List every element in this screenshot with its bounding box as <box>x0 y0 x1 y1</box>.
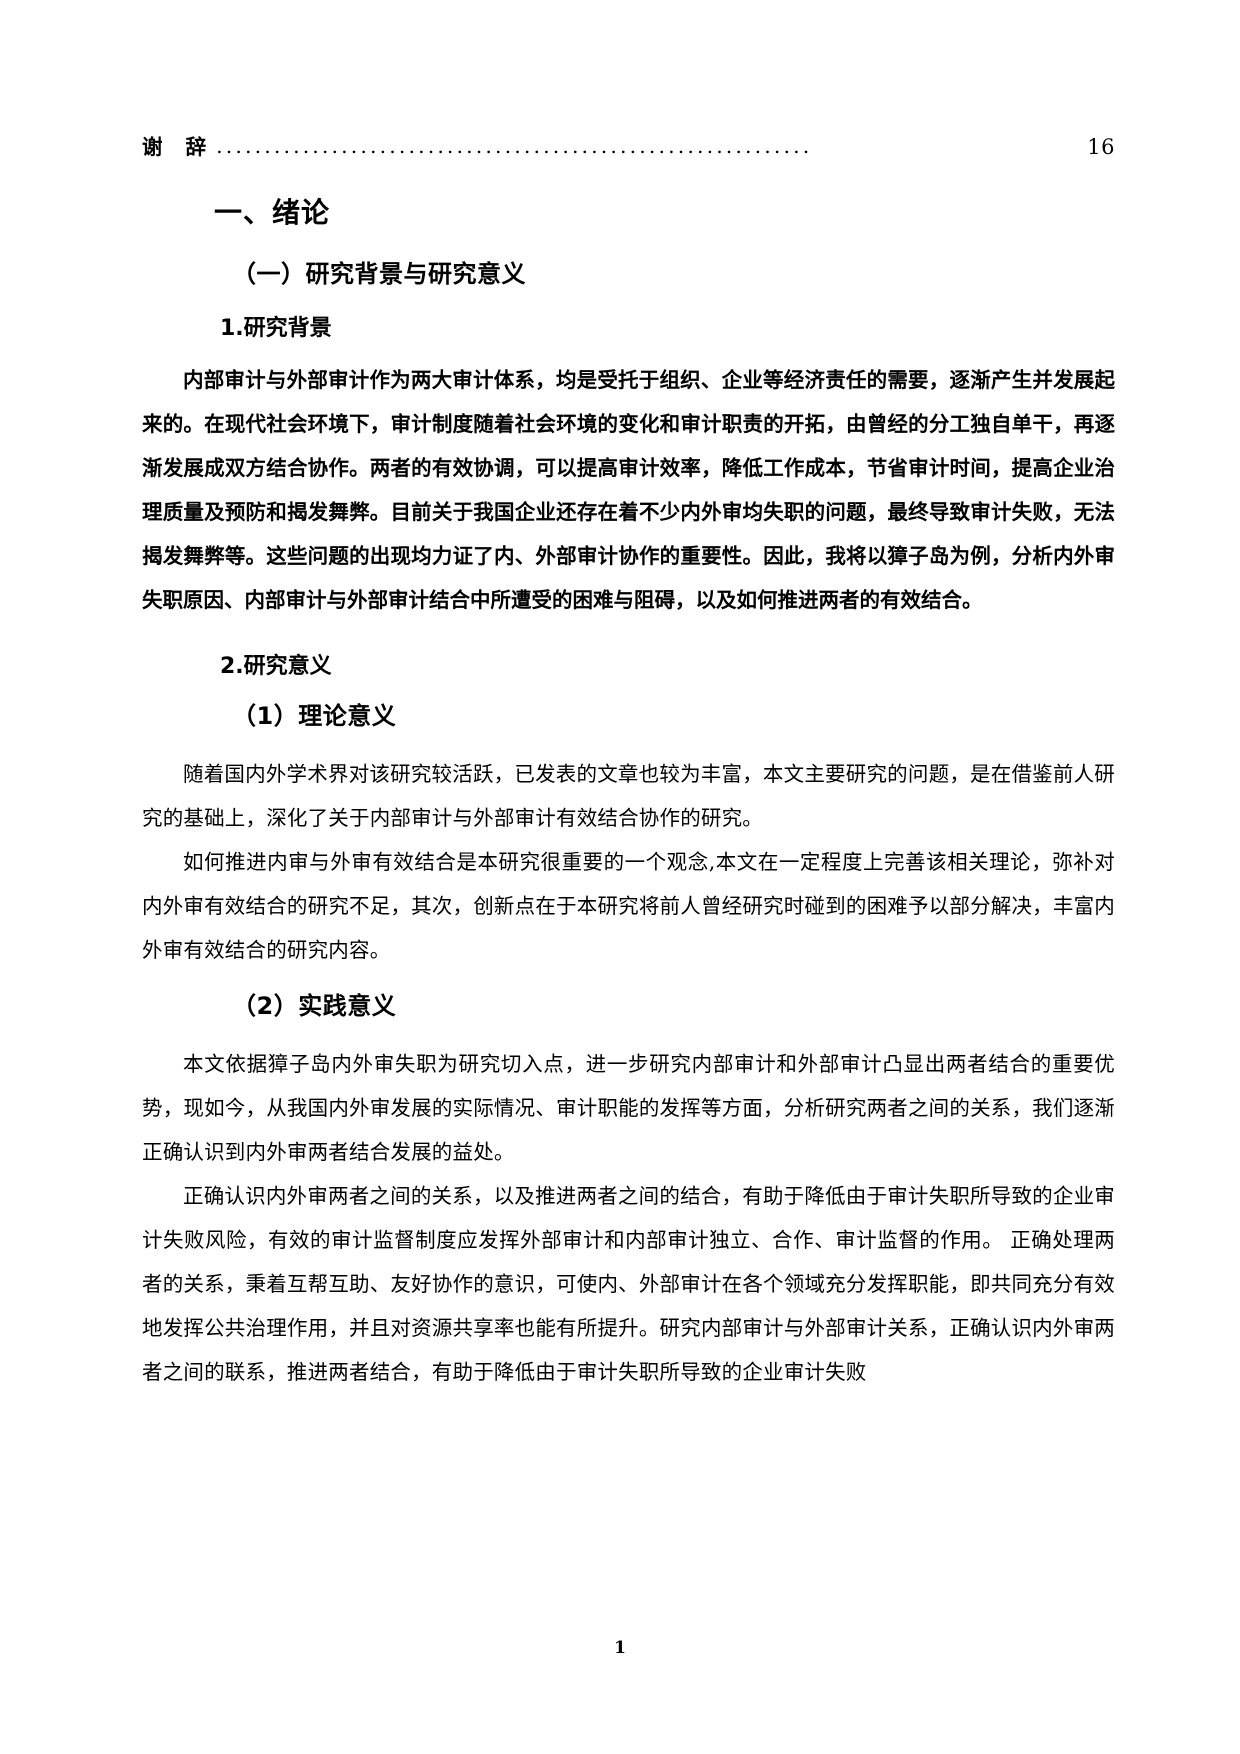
footer-page-number: 1 <box>614 1638 626 1658</box>
spacer <box>142 622 1115 652</box>
paragraph-practical-2: 正确认识内外审两者之间的关系，以及推进两者之间的结合，有助于降低由于审计失职所导… <box>142 1184 1115 1385</box>
toc-entry: 谢 辞 ....................................… <box>142 130 1115 160</box>
numbered-heading-2: 2.研究意义 <box>220 653 332 679</box>
paren-heading-theoretical: （1）理论意义 <box>232 701 397 730</box>
numbered-heading-1: 1.研究背景 <box>220 316 332 342</box>
toc-entry-page-number: 16 <box>1087 135 1115 159</box>
subsection-heading: （一）研究背景与研究意义 <box>232 259 526 288</box>
spacer <box>142 972 1115 990</box>
paren-heading-practical: （2）实践意义 <box>232 991 397 1020</box>
paragraph-practical-1: 本文依据獐子岛内外审失职为研究切入点，进一步研究内部审计和外部审计凸显出两者结合… <box>142 1052 1115 1165</box>
paragraph-research-background: 内部审计与外部审计作为两大审计体系，均是受托于组织、企业等经济责任的需要，逐渐产… <box>142 367 1115 612</box>
toc-dot-leader: ........................................… <box>216 136 813 157</box>
paragraph-theoretical-1: 随着国内外学术界对该研究较活跃，已发表的文章也较为丰富，本文主要研究的问题，是在… <box>142 761 1115 830</box>
toc-entry-label: 谢 辞 <box>142 135 215 159</box>
section-heading: 一、绪论 <box>214 196 331 229</box>
paragraph-theoretical-2: 如何推进内审与外审有效结合是本研究很重要的一个观念,本文在一定程度上完善该相关理… <box>142 849 1115 962</box>
